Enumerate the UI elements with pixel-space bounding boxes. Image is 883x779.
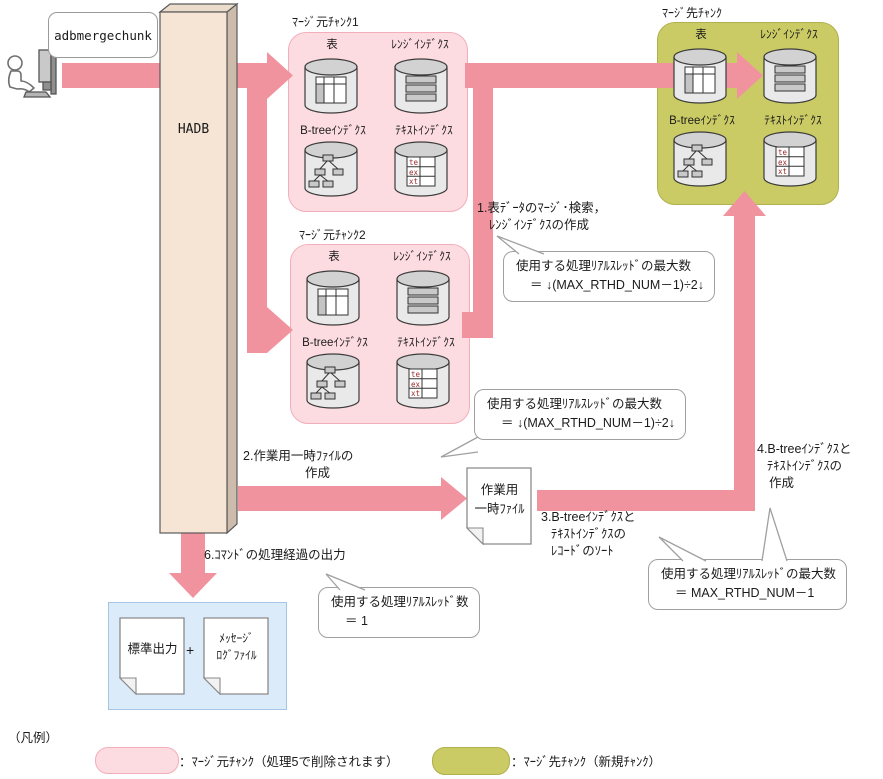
- source-chunk1-contents: 表 ﾚﾝｼﾞｲﾝﾃﾞｸｽ B-treeｲﾝﾃﾞｸｽ ﾃｷｽﾄｲﾝﾃﾞｸｽ te …: [288, 32, 466, 210]
- text-index-rows: te ex xt: [777, 148, 788, 177]
- plus-sign: +: [186, 642, 195, 658]
- legend-target-swatch: [432, 747, 510, 775]
- legend-source-label: ：ﾏｰｼﾞ元ﾁｬﾝｸ（処理5で削除されます）: [179, 755, 399, 769]
- arrow-workfile-to-target: [537, 191, 766, 511]
- range-index-cylinder-icon: [394, 58, 448, 114]
- table-cylinder-icon: [673, 48, 727, 104]
- range-index-label: ﾚﾝｼﾞｲﾝﾃﾞｸｽ: [391, 39, 449, 51]
- btree-index-label: B-treeｲﾝﾃﾞｸｽ: [302, 337, 368, 349]
- text-index-cylinder-icon: [763, 131, 817, 187]
- legend-heading: （凡例）: [8, 731, 59, 745]
- hadb-pillar: [158, 2, 239, 535]
- range-index-cylinder-icon: [396, 270, 450, 326]
- arrow-branch-to-chunk2: [247, 63, 293, 353]
- range-index-label: ﾚﾝｼﾞｲﾝﾃﾞｸｽ: [760, 29, 818, 41]
- text-index-label: ﾃｷｽﾄｲﾝﾃﾞｸｽ: [397, 337, 455, 349]
- table-label: 表: [326, 39, 338, 51]
- btree-index-cylinder-icon: [673, 131, 727, 187]
- message-log-label: ﾒｯｾｰｼﾞ ﾛｸﾞﾌｧｲﾙ: [216, 633, 257, 662]
- command-label: adbmergechunk: [54, 27, 152, 43]
- user-icon: [7, 49, 57, 98]
- target-chunk-contents: 表 ﾚﾝｼﾞｲﾝﾃﾞｸｽ B-treeｲﾝﾃﾞｸｽ ﾃｷｽﾄｲﾝﾃﾞｸｽ te …: [657, 22, 837, 203]
- target-chunk-title: ﾏｰｼﾞ先ﾁｬﾝｸ: [662, 6, 723, 20]
- source-chunk2-title: ﾏｰｼﾞ元ﾁｬﾝｸ2: [299, 228, 366, 242]
- range-index-cylinder-icon: [763, 48, 817, 104]
- stdout-label: 標準出力: [127, 642, 178, 656]
- source-chunk2-contents: 表 ﾚﾝｼﾞｲﾝﾃﾞｸｽ B-treeｲﾝﾃﾞｸｽ ﾃｷｽﾄｲﾝﾃﾞｸｽ te …: [290, 244, 468, 422]
- callout-step1-threads: 使用する処理ﾘｱﾙｽﾚｯﾄﾞの最大数 ＝ ↓(MAX_RTHD_NUM－1)÷2…: [503, 251, 716, 302]
- legend-source-swatch: [95, 747, 179, 774]
- step1-text: 1.表ﾃﾞｰﾀのﾏｰｼﾞ･検索， ﾚﾝｼﾞｲﾝﾃﾞｸｽの作成: [477, 201, 607, 232]
- text-index-rows: te ex xt: [410, 370, 421, 399]
- range-index-label: ﾚﾝｼﾞｲﾝﾃﾞｸｽ: [393, 251, 451, 263]
- text-index-rows: te ex xt: [408, 158, 419, 187]
- step2-text: 2.作業用一時ﾌｧｲﾙの 作成: [243, 449, 354, 480]
- table-cylinder-icon: [304, 58, 358, 114]
- step4-text: 4.B-treeｲﾝﾃﾞｸｽと ﾃｷｽﾄｲﾝﾃﾞｸｽの 作成: [757, 442, 852, 490]
- step6-text: 6.ｺﾏﾝﾄﾞの処理経過の出力: [204, 548, 346, 562]
- btree-index-label: B-treeｲﾝﾃﾞｸｽ: [300, 125, 366, 137]
- btree-index-label: B-treeｲﾝﾃﾞｸｽ: [669, 115, 735, 127]
- legend-target-label: ：ﾏｰｼﾞ先ﾁｬﾝｸ（新規ﾁｬﾝｸ）: [511, 755, 662, 769]
- work-file-label: 作業用 一時ﾌｧｲﾙ: [474, 483, 525, 516]
- btree-index-cylinder-icon: [306, 353, 360, 409]
- callout-step34-threads: 使用する処理ﾘｱﾙｽﾚｯﾄﾞの最大数 ＝ MAX_RTHD_NUM－1: [648, 559, 848, 610]
- source-chunk1-title: ﾏｰｼﾞ元ﾁｬﾝｸ1: [292, 15, 359, 29]
- btree-index-cylinder-icon: [304, 141, 358, 197]
- command-bubble: adbmergechunk: [48, 12, 158, 58]
- callout-step6-threads: 使用する処理ﾘｱﾙｽﾚｯﾄﾞ数 ＝ 1: [318, 587, 480, 638]
- text-index-cylinder-icon: [396, 353, 450, 409]
- arrow-create-workfile: [238, 477, 467, 520]
- callout-step2-threads: 使用する処理ﾘｱﾙｽﾚｯﾄﾞの最大数 ＝ ↓(MAX_RTHD_NUM－1)÷2…: [474, 389, 687, 440]
- text-index-label: ﾃｷｽﾄｲﾝﾃﾞｸｽ: [395, 125, 453, 137]
- text-index-cylinder-icon: [394, 141, 448, 197]
- step3-text: 3.B-treeｲﾝﾃﾞｸｽと ﾃｷｽﾄｲﾝﾃﾞｸｽの ﾚｺｰﾄﾞのｿｰﾄ: [541, 510, 636, 558]
- table-label: 表: [328, 251, 340, 263]
- hadb-label: HADB: [177, 122, 210, 137]
- text-index-label: ﾃｷｽﾄｲﾝﾃﾞｸｽ: [764, 115, 822, 127]
- arrow-progress-output: [169, 533, 217, 598]
- table-cylinder-icon: [306, 270, 360, 326]
- arrow-chunk2-connector: [462, 75, 493, 338]
- table-label: 表: [695, 29, 707, 41]
